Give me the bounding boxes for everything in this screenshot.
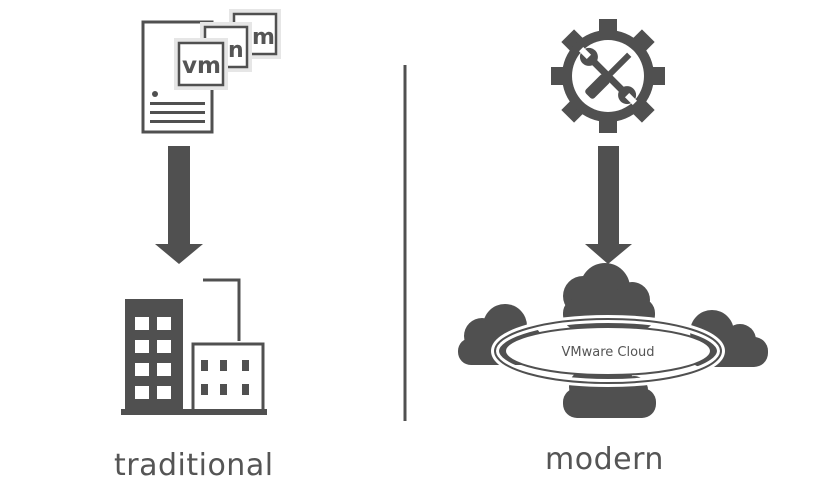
arrow-down-right-icon — [585, 146, 632, 264]
wrench-screwdriver-gear-icon — [551, 19, 665, 133]
vm-logo-front-text: vm — [182, 53, 221, 79]
vm-logo-back-text: m — [252, 25, 275, 50]
arrow-down-left-icon — [155, 146, 203, 264]
cloud-ring — [491, 315, 725, 387]
vm-logo-middle-text: n — [228, 38, 244, 63]
office-building-icon — [121, 278, 267, 415]
cloud-label: VMware Cloud — [561, 345, 654, 360]
modern-label: modern — [545, 442, 664, 477]
traditional-label: traditional — [114, 448, 274, 483]
vm-document-stack-icon: m n vm — [141, 9, 281, 134]
